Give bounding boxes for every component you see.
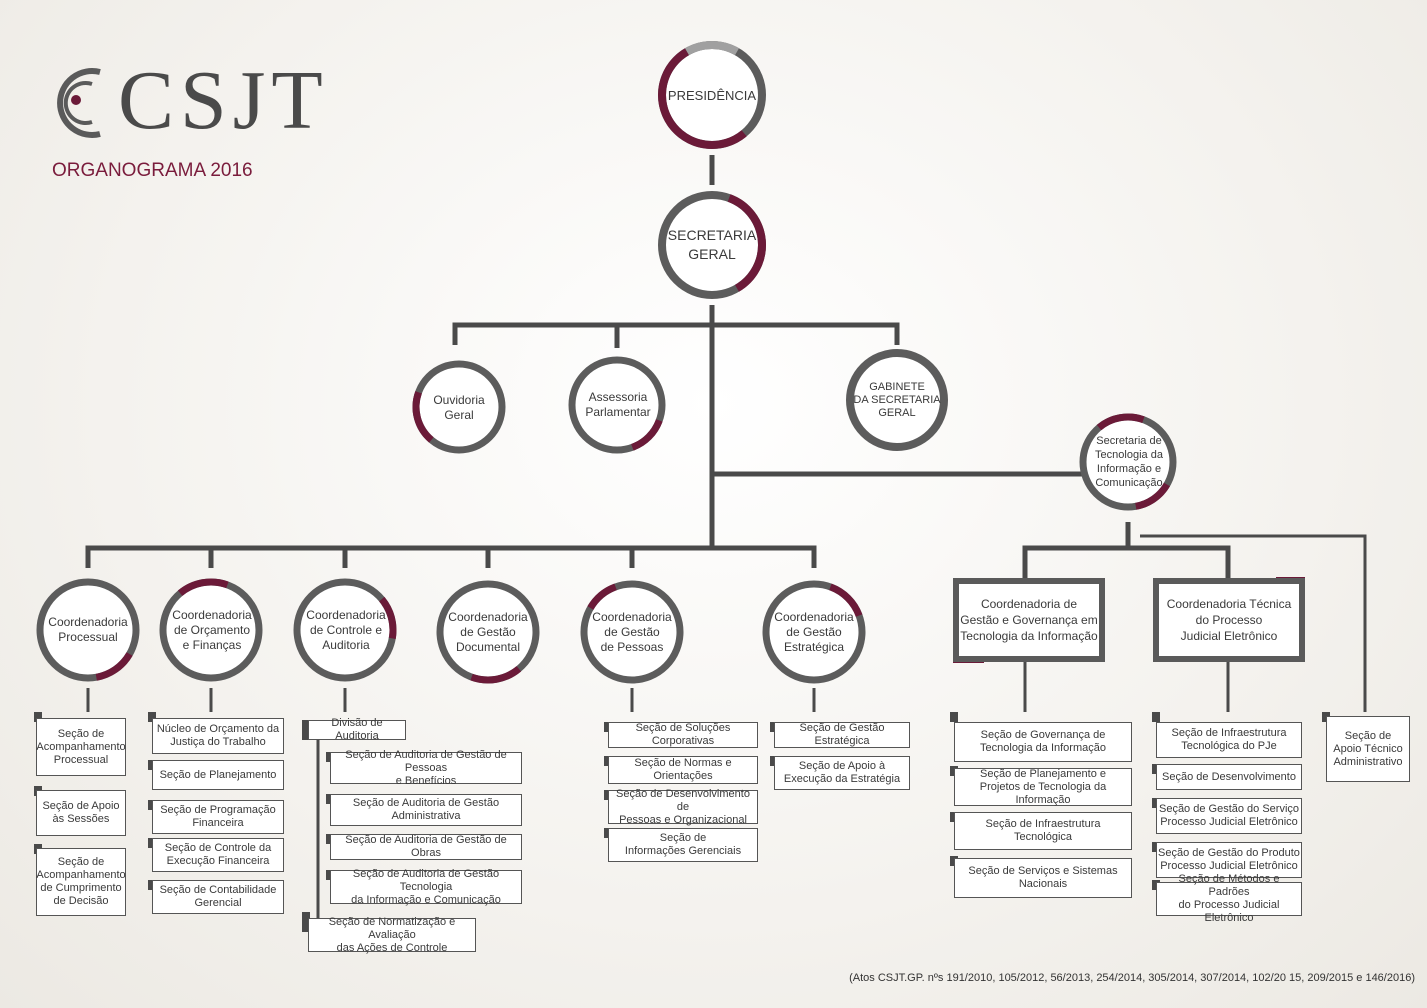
ring-accent-arc <box>631 419 663 451</box>
ring-accent-arc <box>727 194 766 292</box>
ring-accent-arc <box>1096 413 1145 431</box>
section-apoio-execucao[interactable]: Seção de Apoio à Execução da Estratégia <box>774 756 910 790</box>
section-cumprimento-decisao[interactable]: Seção de Acompanhamento de Cumprimento d… <box>36 848 126 916</box>
section-controle-execucao[interactable]: Seção de Controle da Execução Financeira <box>152 838 284 872</box>
ring-accent-arc <box>378 596 397 639</box>
section-contabilidade-gerencial[interactable]: Seção de Contabilidade Gerencial <box>152 880 284 914</box>
section-apoio-sessoes[interactable]: Seção de Apoio às Sessões <box>36 790 126 836</box>
ring-accent-arc <box>829 583 863 617</box>
footer-note: (Atos CSJT.GP. nºs 191/2010, 105/2012, 5… <box>849 972 1415 984</box>
ring-coord-estrategica <box>762 580 866 684</box>
section-gestao-servico-pje[interactable]: Seção de Gestão do Serviço Processo Judi… <box>1156 798 1302 834</box>
section-gestao-estrategica[interactable]: Seção de Gestão Estratégica <box>774 722 910 748</box>
section-divisao-auditoria[interactable]: Divisão de Auditoria <box>308 717 406 742</box>
node-coord-processual[interactable]: Coordenadoria Processual <box>48 615 128 644</box>
node-stic[interactable]: Secretaria de Tecnologia da Informação e… <box>1095 435 1163 489</box>
page-subtitle: ORGANOGRAMA 2016 <box>52 160 253 181</box>
csjt-logo-icon <box>57 68 101 138</box>
section-normas-orientacoes[interactable]: Seção de Normas e Orientações <box>608 756 758 784</box>
node-coord-estrategica[interactable]: Coordenadoria de Gestão Estratégica <box>774 609 854 654</box>
tab-marker <box>34 712 42 722</box>
section-apoio-tecnico[interactable]: Seção de Apoio Técnico Administrativo <box>1326 716 1410 782</box>
node-coord-orcamento[interactable]: Coordenadoria de Orçamento e Finanças <box>172 607 252 652</box>
node-ouvidoria[interactable]: Ouvidoria Geral <box>433 393 485 422</box>
section-normatizacao[interactable]: Seção de Normatização e Avaliação das Aç… <box>308 916 476 954</box>
section-servicos-sistemas[interactable]: Seção de Serviços e Sistemas Nacionais <box>954 858 1132 898</box>
section-auditoria-pessoas[interactable]: Seção de Auditoria de Gestão de Pessoas … <box>330 749 522 787</box>
ring-accent-arc <box>1135 482 1171 510</box>
section-desenvolvimento[interactable]: Seção de Desenvolvimento <box>1156 764 1302 790</box>
connector-upper-bar <box>452 322 900 345</box>
section-auditoria-obras[interactable]: Seção de Auditoria de Gestão de Obras <box>330 834 522 860</box>
section-auditoria-ti[interactable]: Seção de Auditoria de Gestão Tecnologia … <box>330 868 522 906</box>
section-planejamento[interactable]: Seção de Planejamento <box>152 760 284 790</box>
node-coord-documental[interactable]: Coordenadoria de Gestão Documental <box>448 609 528 654</box>
connector-lower-bar <box>85 545 817 568</box>
tab-marker <box>302 912 310 932</box>
node-coord-governanca[interactable]: Coordenadoria de Gestão e Governança em … <box>953 578 1105 662</box>
tab-marker <box>302 720 310 740</box>
section-planejamento-ti[interactable]: Seção de Planejamento e Projetos de Tecn… <box>954 768 1132 806</box>
ring-coord-processual <box>36 578 140 682</box>
ring-accent-arc <box>685 41 739 56</box>
ring-assessoria <box>568 356 666 454</box>
section-programacao-financeira[interactable]: Seção de Programação Financeira <box>152 800 284 834</box>
section-informacoes-gerenciais[interactable]: Seção de Informações Gerenciais <box>608 828 758 862</box>
ring-accent-arc <box>470 665 522 684</box>
section-metodos-padroes-pje[interactable]: Seção de Métodos e Padrões do Processo J… <box>1156 873 1302 924</box>
ring-gabinete <box>846 349 948 451</box>
ring-accent-arc <box>177 578 229 597</box>
node-coord-pje[interactable]: Coordenadoria Técnica do Processo Judici… <box>1153 578 1305 662</box>
section-gestao-produto-pje[interactable]: Seção de Gestão do Produto Processo Judi… <box>1156 842 1302 878</box>
logo-text: CSJT <box>118 54 329 147</box>
tab-marker <box>1152 712 1160 722</box>
node-secretaria-geral[interactable]: SECRETARIA GERAL <box>667 227 757 262</box>
ring-accent-arc <box>95 652 133 681</box>
ring-accent-arc <box>587 583 617 610</box>
section-infraestrutura-pje[interactable]: Seção de Infraestrutura Tecnológica do P… <box>1156 722 1302 758</box>
section-infraestrutura-tecnologica[interactable]: Seção de Infraestrutura Tecnológica <box>954 812 1132 850</box>
connector-stic-bar <box>1022 545 1231 578</box>
node-coord-controle[interactable]: Coordenadoria de Controle e Auditoria <box>306 607 386 652</box>
node-coord-pessoas[interactable]: Coordenadoria de Gestão de Pessoas <box>592 609 672 654</box>
ring-coord-pessoas <box>580 580 684 684</box>
ring-accent-arc <box>658 48 747 149</box>
section-solucoes-corporativas[interactable]: Seção de Soluções Corporativas <box>608 722 758 748</box>
tab-marker <box>148 712 156 722</box>
section-nucleo-orcamento[interactable]: Núcleo de Orçamento da Justiça do Trabal… <box>152 718 284 754</box>
ring-accent-arc <box>412 391 434 443</box>
node-presidencia[interactable]: PRESIDÊNCIA <box>667 87 757 103</box>
tab-marker <box>950 712 958 722</box>
section-acompanhamento-processual[interactable]: Seção de Acompanhamento Processual <box>36 718 126 776</box>
connector-apoio-tecnico <box>1140 534 1367 712</box>
node-gabinete[interactable]: GABINETE DA SECRETARIA GERAL <box>853 380 941 419</box>
section-governanca-ti[interactable]: Seção de Governança de Tecnologia da Inf… <box>954 722 1132 762</box>
node-assessoria[interactable]: Assessoria Parlamentar <box>585 390 651 419</box>
section-auditoria-administrativa[interactable]: Seção de Auditoria de Gestão Administrat… <box>330 794 522 826</box>
section-desenvolvimento-pessoas[interactable]: Seção de Desenvolvimento de Pessoas e Or… <box>608 788 758 826</box>
